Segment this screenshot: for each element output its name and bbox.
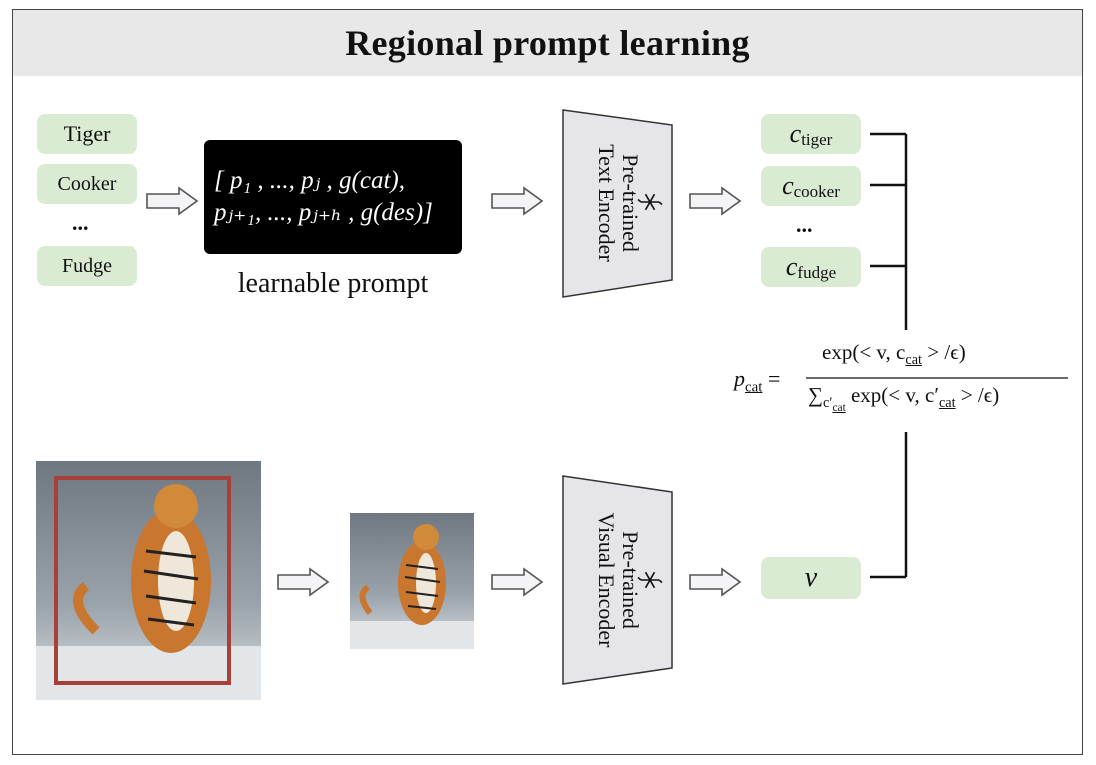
arrow-crop-to-visual-encoder — [491, 568, 543, 596]
formula-numerator: exp(< v, ccat > /ϵ) — [822, 340, 966, 369]
figure-title: Regional prompt learning — [345, 23, 750, 63]
tiger-image-crop — [350, 513, 474, 649]
arrow-categories-to-prompt — [146, 187, 198, 215]
visual-encoder-label: Pre-trained Visual Encoder — [594, 512, 643, 648]
visual-feature-v: v — [761, 557, 861, 599]
softmax-formula: pcat = exp(< v, ccat > /ϵ) ∑c′cat exp(< … — [712, 325, 1062, 415]
formula-lhs: pcat = — [734, 366, 781, 396]
prompt-line-1: [ p₁ , ..., pⱼ , g(cat), — [214, 167, 405, 194]
text-encoder-label: Pre-trained Text Encoder — [594, 144, 643, 262]
prompt-line-2: pⱼ₊₁, ..., pⱼ₊ₕ , g(des)] — [214, 199, 433, 226]
category-tiger: Tiger — [37, 114, 137, 154]
category-cooker: Cooker — [37, 164, 137, 204]
snowflake-icon — [637, 571, 663, 589]
embedding-connector — [870, 132, 908, 330]
learnable-prompt-box: [ p₁ , ..., pⱼ , g(cat), pⱼ₊₁, ..., pⱼ₊ₕ… — [204, 140, 462, 254]
text-encoder-shape — [562, 109, 673, 298]
category-fudge: Fudge — [37, 246, 137, 286]
embedding-dots: ... — [796, 212, 813, 237]
tiger-image-full — [36, 461, 261, 700]
arrow-image-to-crop — [277, 568, 329, 596]
tiger-photo-illustration — [36, 461, 261, 700]
formula-denominator: ∑c′cat exp(< v, c′cat > /ϵ) — [808, 383, 1000, 415]
snowflake-icon — [637, 193, 663, 211]
visual-connector — [870, 432, 908, 579]
category-dots: ... — [72, 210, 89, 235]
arrow-text-encoder-to-embeddings — [689, 187, 741, 215]
arrow-visual-encoder-to-v — [689, 568, 741, 596]
tiger-crop-illustration — [350, 513, 474, 649]
arrow-prompt-to-text-encoder — [491, 187, 543, 215]
prompt-caption: learnable prompt — [237, 268, 429, 299]
visual-encoder-shape — [562, 475, 673, 685]
title-bar: Regional prompt learning — [13, 10, 1082, 76]
